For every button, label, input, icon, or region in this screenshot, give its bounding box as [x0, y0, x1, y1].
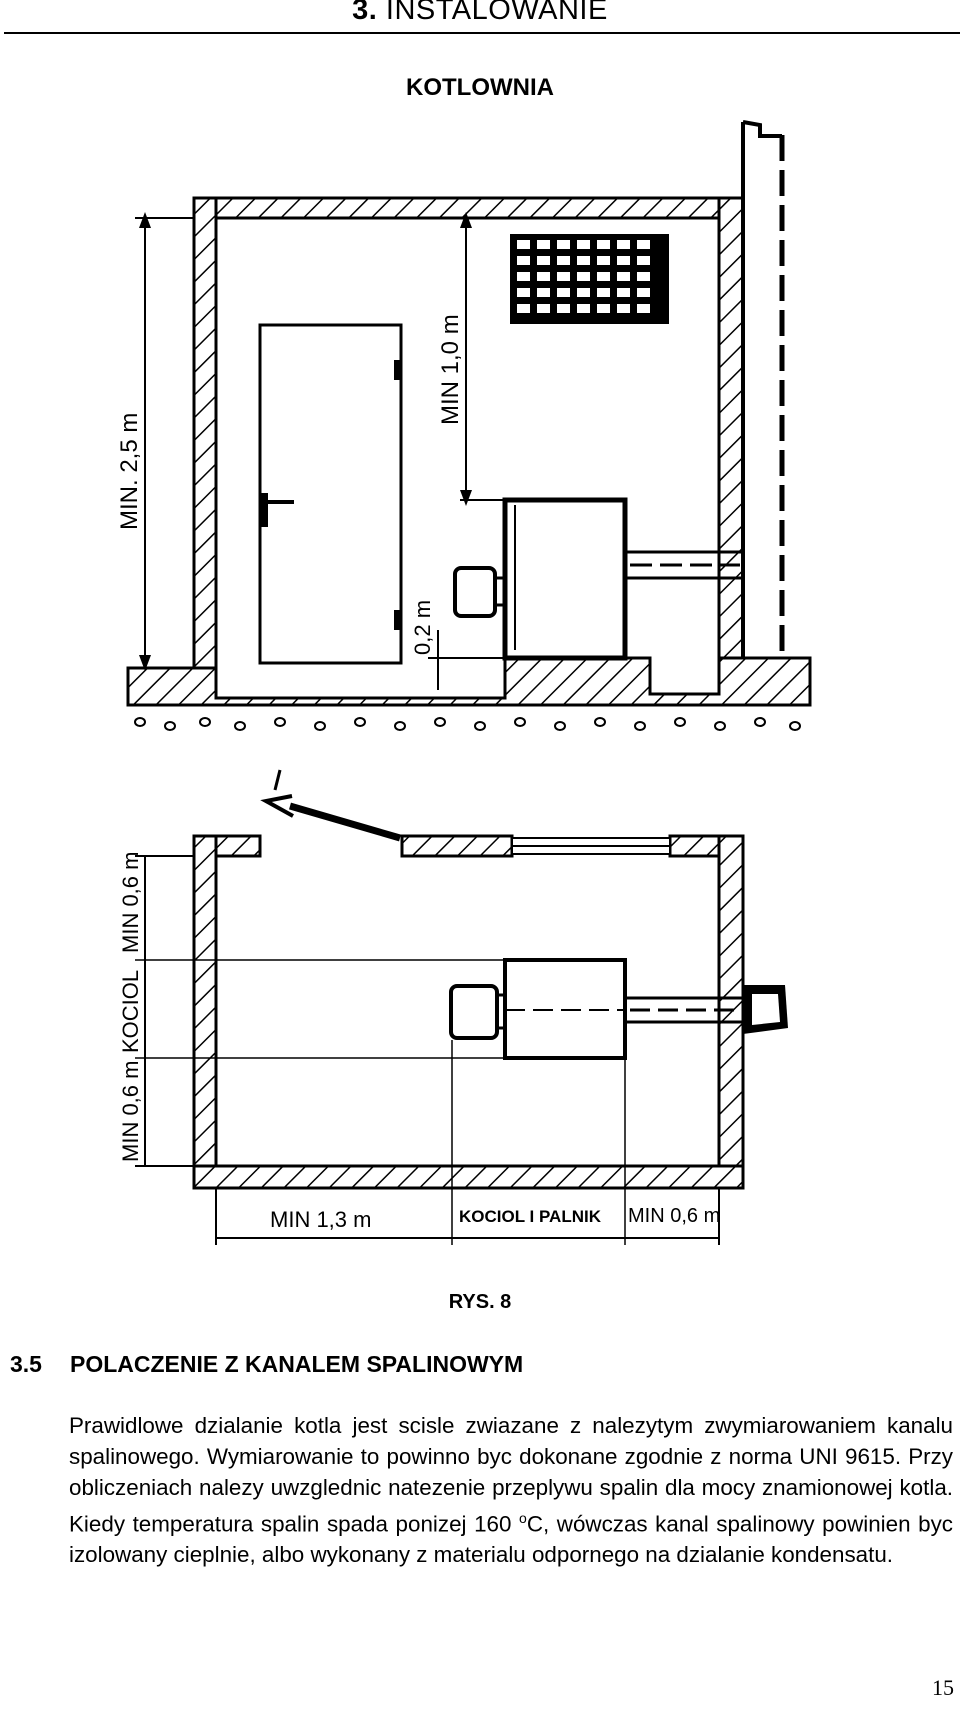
section-title: POLACZENIE Z KANALEM SPALINOWYM — [70, 1351, 524, 1377]
label-side-right: MIN 0,6 m — [118, 852, 143, 953]
door-leaf — [260, 769, 401, 842]
burner — [453, 566, 497, 618]
chimney — [741, 120, 785, 658]
section-number: 3.5 — [10, 1351, 42, 1377]
ventilation-grille — [510, 234, 669, 324]
right-wall — [717, 196, 745, 660]
label-side-left: MIN 0,6 m — [118, 1061, 143, 1162]
label-min-top-clearance: MIN 1,0 m — [437, 314, 464, 425]
door — [258, 323, 403, 665]
header-text: INSTALOWANIE — [385, 0, 608, 26]
figure-caption: RYS. 8 — [448, 1291, 512, 1313]
boiler-side — [453, 497, 745, 661]
section-heading: 3.5 POLACZENIE Z KANALEM SPALINOWYM — [10, 1351, 523, 1378]
label-bottom-left: MIN 1,3 m — [270, 1207, 371, 1232]
paragraph-text-a: Prawidlowe dzialanie kotla jest scisle z… — [69, 1413, 953, 1537]
left-wall — [192, 196, 218, 670]
page-header: 3. INSTALOWANIE — [0, 0, 960, 36]
header-title: 3. INSTALOWANIE — [0, 0, 960, 27]
boiler-room-drawing: MIN. 2,5 m MIN 1,0 m 0,2 m — [116, 120, 812, 1245]
header-rule — [4, 32, 960, 34]
plan-view: MIN 0,6 m KOCIOL MIN 0,6 m MIN 1,3 m KOC… — [118, 769, 788, 1245]
page-number: 15 — [932, 1675, 954, 1700]
ceiling-wall — [192, 196, 741, 220]
paragraph-text-b: C, wówczas kanal spalinowy powinien byc … — [69, 1511, 953, 1568]
degree-sign: o — [519, 1510, 527, 1526]
floor-slab — [126, 656, 812, 707]
section-view: MIN. 2,5 m MIN 1,0 m 0,2 m — [116, 120, 812, 731]
body-paragraph: Prawidlowe dzialanie kotla jest scisle z… — [69, 1410, 953, 1570]
label-min-height: MIN. 2,5 m — [116, 413, 143, 530]
boiler-plan — [449, 958, 788, 1060]
label-min-base: 0,2 m — [410, 600, 435, 655]
floor-gravel — [134, 717, 801, 731]
label-bottom-right: MIN 0,6 m — [628, 1205, 720, 1227]
header-number: 3. — [352, 0, 378, 26]
figure-title: KOTLOWNIA — [406, 74, 554, 101]
label-side-boiler: KOCIOL — [118, 970, 143, 1053]
label-bottom-center: KOCIOL I PALNIK — [459, 1207, 602, 1226]
